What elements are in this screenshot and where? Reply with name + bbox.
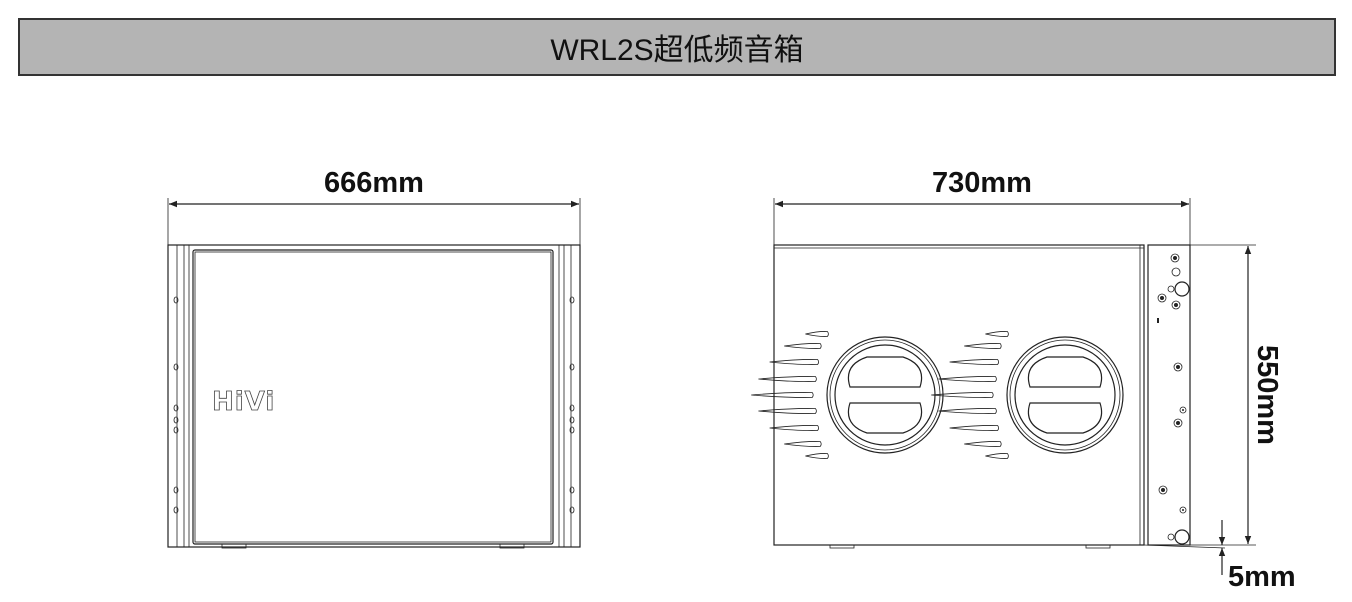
- vent-fin: [758, 376, 817, 382]
- vent-fin: [938, 376, 997, 382]
- vent-fin: [931, 392, 994, 398]
- screw-hole: [1167, 285, 1175, 293]
- screw-hole: [1158, 485, 1168, 495]
- screw-hole: [1173, 418, 1183, 428]
- port-slot: [1027, 356, 1103, 388]
- grille-panel: [192, 249, 554, 545]
- mount-hole: [569, 426, 575, 434]
- mount-hole: [173, 404, 179, 412]
- screw-hole: [1167, 533, 1175, 541]
- side-view: 730mm 550mm 5mm: [751, 167, 1296, 593]
- vent-fin: [769, 425, 819, 431]
- vent-fin: [938, 408, 997, 414]
- vent-fin: [784, 441, 822, 447]
- screw-hole: [1171, 300, 1181, 310]
- handle-knob: [1174, 529, 1190, 545]
- vent-fin: [805, 331, 829, 337]
- screw-hole: [1173, 362, 1183, 372]
- mount-hole: [173, 416, 179, 424]
- screw-hole: [1170, 253, 1180, 263]
- port-slot: [847, 356, 923, 388]
- height-label: 550mm: [1251, 345, 1283, 445]
- screw-hole: [1157, 293, 1167, 303]
- vent-fin: [964, 441, 1002, 447]
- title-bar: WRL2S超低频音箱: [18, 18, 1336, 76]
- vent-fin: [964, 343, 1002, 349]
- mount-hole: [569, 506, 575, 514]
- mount-hole: [173, 363, 179, 371]
- foot-height-label: 5mm: [1228, 561, 1296, 593]
- mount-hole: [173, 296, 179, 304]
- rear-panel: [1147, 244, 1191, 546]
- screw-hole: [1179, 406, 1187, 414]
- handle-knob: [1174, 281, 1190, 297]
- vent-fin: [949, 359, 999, 365]
- bass-port: [751, 331, 944, 459]
- bass-port: [931, 331, 1124, 459]
- mount-hole: [173, 506, 179, 514]
- mount-hole: [569, 416, 575, 424]
- vent-fin: [751, 392, 814, 398]
- mount-hole: [173, 426, 179, 434]
- width-label: 666mm: [324, 167, 424, 199]
- vent-fin: [949, 425, 999, 431]
- screw-hole: [1179, 506, 1187, 514]
- indicator-mark: [1157, 318, 1159, 323]
- mount-hole: [569, 486, 575, 494]
- mount-hole: [569, 363, 575, 371]
- front-view: 666mm HiVi: [167, 167, 581, 549]
- connector-hole: [1171, 267, 1181, 277]
- mount-hole: [569, 296, 575, 304]
- page-title: WRL2S超低频音箱: [550, 34, 804, 67]
- vent-fin: [985, 331, 1009, 337]
- hivi-logo: HiVi: [212, 387, 275, 417]
- cabinet-side-outline: [773, 244, 1145, 546]
- vent-fin: [758, 408, 817, 414]
- mount-hole: [569, 404, 575, 412]
- vent-fin: [985, 453, 1009, 459]
- depth-label: 730mm: [932, 167, 1032, 199]
- port-slot: [847, 402, 923, 434]
- vent-fin: [769, 359, 819, 365]
- port-slot: [1027, 402, 1103, 434]
- vent-fin: [805, 453, 829, 459]
- vent-fin: [784, 343, 822, 349]
- mount-hole: [173, 486, 179, 494]
